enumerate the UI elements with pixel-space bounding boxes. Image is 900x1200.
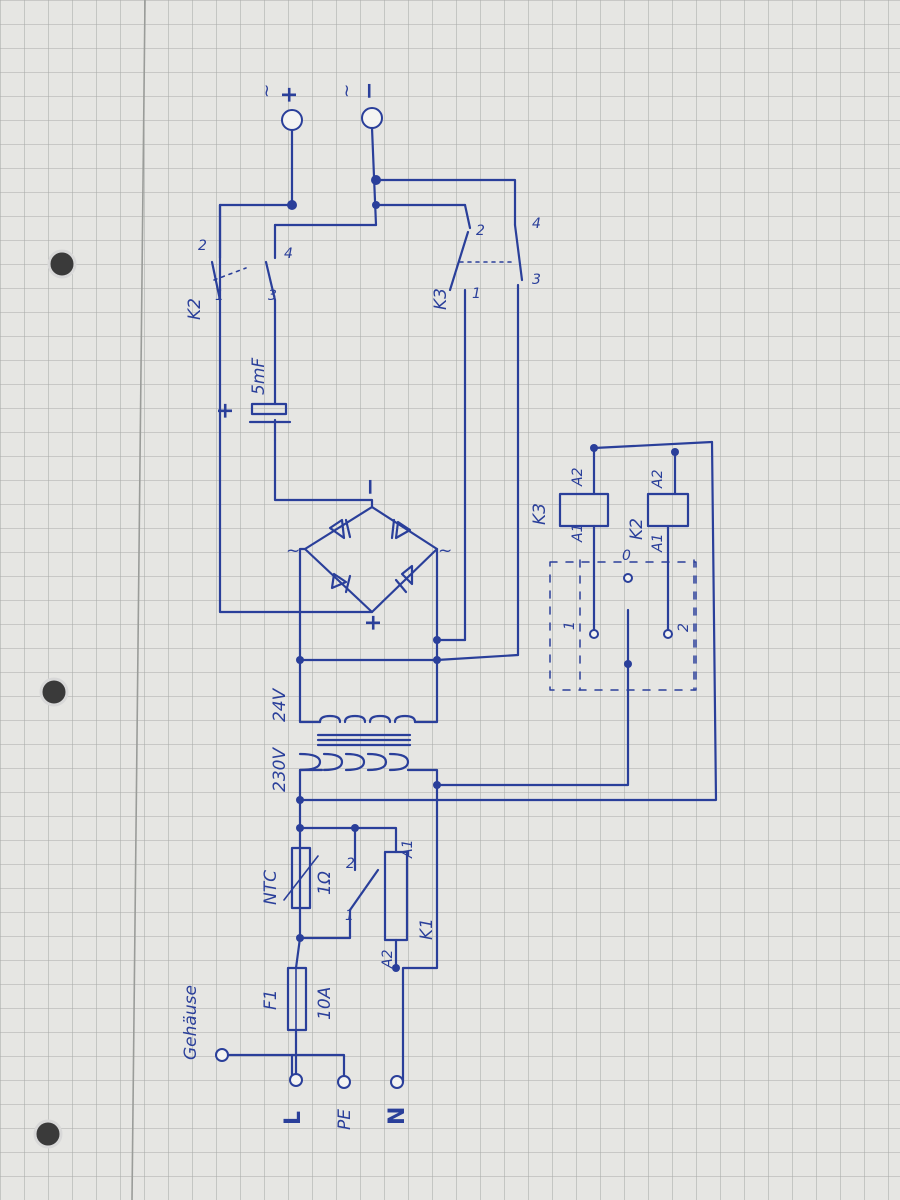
k3-top-contacts: K3 1 2 3 4	[431, 203, 541, 662]
input-section: Gehäuse L PE N F1 10A NTC 1Ω 1 2 K1 A1	[181, 781, 441, 1130]
diode-1	[328, 518, 352, 540]
k1-contact-1: 1	[345, 908, 354, 924]
primary-winding	[298, 752, 410, 802]
terminal-n	[390, 1075, 404, 1089]
k3-top-c4: 4	[532, 216, 541, 232]
k3-a1: A1	[570, 524, 586, 543]
k3-coil-label: K3	[530, 503, 550, 525]
fuse-rating: 10A	[315, 987, 335, 1020]
k3-a2: A2	[570, 467, 586, 487]
bridge-ac-right: ~	[438, 541, 452, 561]
output-minus: −	[357, 82, 382, 100]
k3-top-c3: 3	[532, 272, 541, 288]
ntc-label: NTC	[261, 870, 281, 905]
k3-top-c2: 2	[476, 223, 485, 239]
secondary-voltage: 24V	[270, 687, 290, 722]
cap-value: 5mF	[249, 358, 269, 395]
k2-top-c2: 2	[198, 238, 207, 254]
terminal-l-label: L	[281, 1111, 306, 1125]
capacitor: 5mF +	[213, 298, 292, 442]
k3-top-label: K3	[431, 288, 451, 310]
bridge-minus: −	[358, 478, 383, 496]
housing-label: Gehäuse	[181, 985, 201, 1060]
k2-a1: A1	[650, 534, 666, 553]
output-terminals: + ~ − ~	[257, 82, 517, 227]
punch-hole-middle	[39, 677, 69, 707]
k2-top-contacts: K2 1 2 3 4	[185, 203, 378, 320]
output-minus-terminal	[361, 107, 383, 129]
k1-contact-2: 2	[346, 856, 355, 872]
diode-2	[390, 518, 412, 540]
k1-a2: A2	[380, 949, 396, 969]
terminal-n-label: N	[385, 1107, 410, 1125]
diode-3	[330, 572, 352, 594]
transformer: 230V 24V	[270, 638, 441, 802]
k1-contact	[348, 868, 380, 912]
diode-4	[394, 564, 414, 594]
selector-1: 1	[562, 621, 578, 630]
cap-plus: +	[213, 402, 238, 420]
k1-a1: A1	[400, 840, 416, 859]
terminal-pe	[337, 1075, 351, 1089]
primary-voltage: 230V	[270, 747, 290, 792]
ntc-resistor	[290, 846, 312, 910]
k3-coil	[558, 492, 610, 528]
housing-terminal	[215, 1048, 229, 1062]
k2-top-c3: 3	[268, 288, 277, 304]
k1-label: K1	[417, 918, 437, 940]
control-section: K3 A1 A2 K2 A1 A2 1 2 0	[298, 440, 718, 802]
k2-a2: A2	[650, 469, 666, 489]
k2-top-c1: 1	[215, 288, 224, 304]
fuse-label: F1	[261, 989, 281, 1010]
output-plus-terminal	[281, 109, 303, 131]
k2-top-c4: 4	[284, 246, 293, 262]
punch-hole-top	[47, 249, 77, 279]
selector-0: 0	[622, 548, 631, 564]
k3-top-c1: 1	[472, 286, 481, 302]
bridge-ac-left: ~	[286, 541, 300, 561]
selector-zero	[623, 573, 633, 583]
output-plus-tilde: ~	[257, 84, 277, 98]
selector-2: 2	[676, 623, 692, 632]
k2-top-label: K2	[185, 298, 205, 320]
secondary-winding	[318, 714, 417, 724]
margin-line	[131, 0, 146, 1200]
terminal-pe-label: PE	[335, 1109, 355, 1130]
terminal-l	[289, 1073, 303, 1087]
bridge-plus: +	[361, 614, 386, 632]
punch-hole-bottom	[33, 1119, 63, 1149]
output-minus-tilde: ~	[337, 84, 357, 98]
output-plus: +	[277, 86, 302, 104]
ntc-value: 1Ω	[315, 871, 335, 895]
k2-coil-label: K2	[627, 518, 647, 540]
